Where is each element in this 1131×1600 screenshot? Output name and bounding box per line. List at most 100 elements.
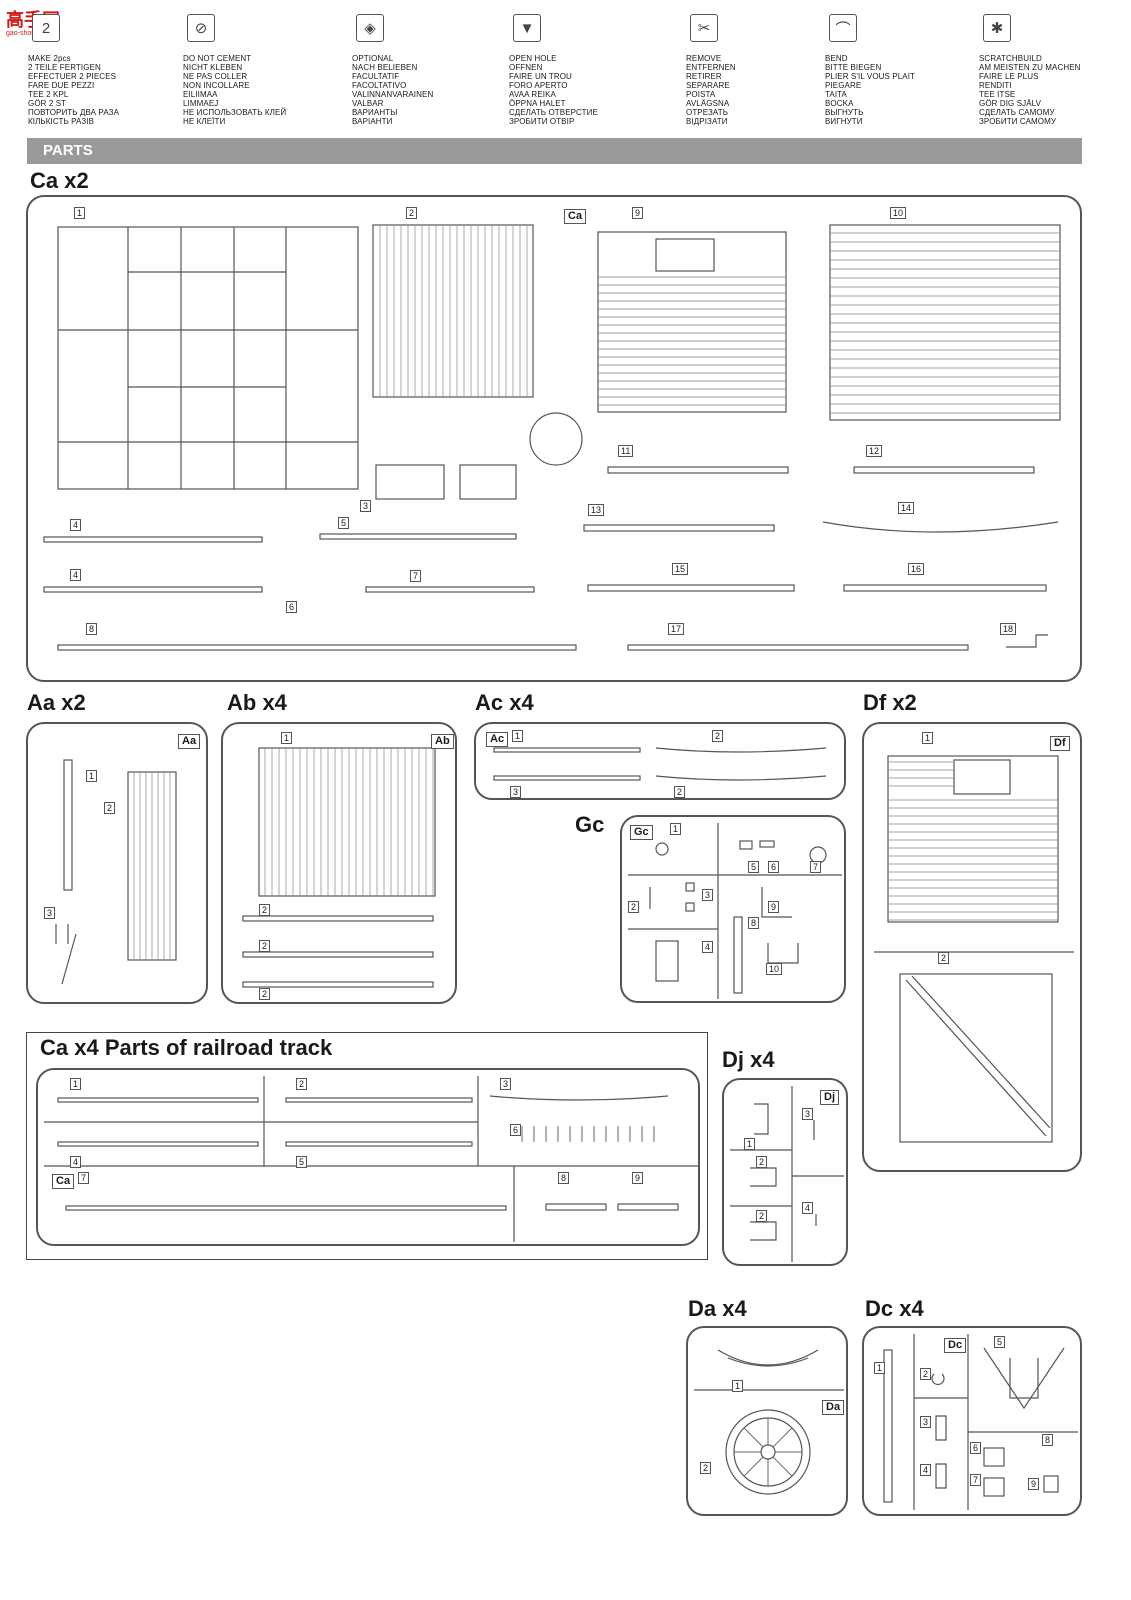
part-number: 2 (674, 786, 686, 798)
sprue-dj-frame: Dj 1 2 2 3 4 (722, 1078, 848, 1266)
sprue-aa-drawing (55, 759, 177, 985)
part-number: 5 (296, 1156, 308, 1168)
legend-text: FAIRE LE PLUS (979, 72, 1039, 81)
part-number: 4 (70, 569, 82, 581)
part-number: 1 (74, 207, 86, 219)
legend-text: NE PAS COLLER (183, 72, 248, 81)
part-number: 2 (259, 904, 271, 916)
legend-item-open-hole: ▼ OPEN HOLE OFFNEN FAIRE UN TROU FORO AP… (509, 14, 684, 126)
part-number: 1 (70, 1078, 82, 1090)
part-number: 6 (970, 1442, 982, 1454)
remove-icon: ✂ (690, 14, 718, 42)
legend-text: TEE ITSE (979, 90, 1016, 99)
sprue-title-dj: Dj x4 (722, 1047, 775, 1072)
legend-item-remove: ✂ REMOVE ENTFERNEN RETIRER SEPARARE POIS… (686, 14, 861, 126)
legend-text: DO NOT CEMENT (183, 54, 252, 63)
part-number: 15 (672, 563, 689, 575)
legend-text: BITTE BIEGEN (825, 63, 882, 72)
sprue-ca-track-drawing (44, 1076, 698, 1242)
legend-text: КІЛЬКІСТЬ РАЗІВ (28, 117, 95, 126)
sprue-code-label: Dc (944, 1338, 967, 1353)
legend-text: ENTFERNEN (686, 63, 736, 72)
legend-text: PLIER S'IL VOUS PLAIT (825, 72, 916, 81)
legend-text: ЗРОБИТИ ОТВІР (509, 117, 575, 126)
part-number: 1 (86, 770, 98, 782)
legend-text: NON INCOLLARE (183, 81, 250, 90)
sprue-ac-drawing (493, 747, 827, 781)
parts-section-header: PARTS (27, 138, 1082, 164)
legend-text: EFFECTUER 2 PIECES (28, 72, 117, 81)
part-number: 6 (286, 601, 298, 613)
optional-icon: ◈ (356, 14, 384, 42)
sprue-dc-frame: Dc 1 2 3 4 5 6 7 8 9 (862, 1326, 1082, 1516)
legend-text: OPTIONAL (352, 54, 394, 63)
sprue-title-df: Df x2 (863, 690, 917, 715)
legend-text: BOCKA (825, 99, 854, 108)
legend-text: AVLÄGSNA (686, 99, 730, 108)
legend-text: SEPARARE (686, 81, 730, 90)
part-number: 1 (732, 1380, 744, 1392)
part-number: 3 (920, 1416, 932, 1428)
sprue-title-ca: Ca x2 (30, 168, 89, 193)
part-number: 5 (748, 861, 760, 873)
plank-line (743, 1427, 764, 1448)
legend-text: AM MEISTEN ZU MACHEN (979, 63, 1081, 72)
legend-text: ВАРИАНТЫ (352, 108, 398, 117)
part-number: 8 (748, 917, 760, 929)
part-number: 7 (78, 1172, 90, 1184)
part-number: 14 (898, 502, 915, 514)
part-number: 1 (670, 823, 682, 835)
legend-text: REMOVE (686, 54, 722, 63)
part-number: 8 (558, 1172, 570, 1184)
part-number: 3 (360, 500, 372, 512)
legend-text: VALINNANVARAINEN (352, 90, 434, 99)
sprue-ca-track-frame: 1 2 3 4 5 6 Ca 7 8 9 (36, 1068, 700, 1246)
legend-text: ОТРЕЗАТЬ (686, 108, 729, 117)
legend-text: AVAA REIKA (509, 90, 556, 99)
legend-text: NACH BELIEBEN (352, 63, 418, 72)
part-number: 17 (668, 623, 685, 635)
sprue-title-dc: Dc x4 (865, 1296, 924, 1321)
sprue-da-frame: Da 1 2 (686, 1326, 848, 1516)
sprue-gc-frame: Gc 1 2 3 4 5 6 7 8 9 10 (620, 815, 846, 1003)
sprue-code-label: Da (822, 1400, 845, 1415)
sprue-title-aa: Aa x2 (27, 690, 86, 715)
part-number: 4 (70, 519, 82, 531)
sprue-da-drawing (694, 1349, 844, 1495)
part-number: 12 (866, 445, 883, 457)
legend-text: ВІДРІЗАТИ (686, 117, 728, 126)
sprue-ab-frame: Ab 1 2 2 2 (221, 722, 457, 1004)
legend-text: MAKE 2pcs (28, 54, 71, 63)
part-number: 2 (296, 1078, 308, 1090)
legend-text: FORO APERTO (509, 81, 568, 90)
legend-text: ÖPPNA HALET (509, 99, 566, 108)
legend-text: СДЕЛАТЬ САМОМУ (979, 108, 1055, 117)
part-number: 2 (712, 730, 724, 742)
part-number: 2 (406, 207, 418, 219)
part-number: 3 (510, 786, 522, 798)
part-number: 1 (512, 730, 524, 742)
legend-text: FAIRE UN TROU (509, 72, 572, 81)
legend-text: НЕ КЛЕЇТИ (183, 117, 226, 126)
part-number: 10 (766, 963, 783, 975)
legend-text: ВЫГНУТЬ (825, 108, 864, 117)
part-number: 1 (874, 1362, 886, 1374)
legend-text: RETIRER (686, 72, 722, 81)
part-number: 2 (259, 988, 271, 1000)
legend-text: EILIIMAA (183, 90, 218, 99)
sprue-df-drawing (874, 755, 1074, 1143)
legend-item-make-two: 2 MAKE 2pcs 2 TEILE FERTIGEN EFFECTUER 2… (28, 14, 203, 126)
sprue-title-ca-track: Ca x4 Parts of railroad track (40, 1035, 333, 1060)
legend-item-bend: ⌒ BEND BITTE BIEGEN PLIER S'IL VOUS PLAI… (825, 14, 1000, 126)
part-number: 7 (810, 861, 822, 873)
legend-text: ВАРІАНТИ (352, 117, 393, 126)
legend-item-no-cement: ⊘ DO NOT CEMENT NICHT KLEBEN NE PAS COLL… (183, 14, 358, 126)
legend-text: FACULTATIF (352, 72, 400, 81)
legend-text: VALBAR (352, 99, 384, 108)
sprue-title-gc: Gc (575, 812, 605, 837)
part-number: 10 (890, 207, 907, 219)
part-number: 9 (1028, 1478, 1040, 1490)
part-number: 3 (44, 907, 56, 919)
part-number: 8 (86, 623, 98, 635)
plank-line (743, 1456, 764, 1477)
